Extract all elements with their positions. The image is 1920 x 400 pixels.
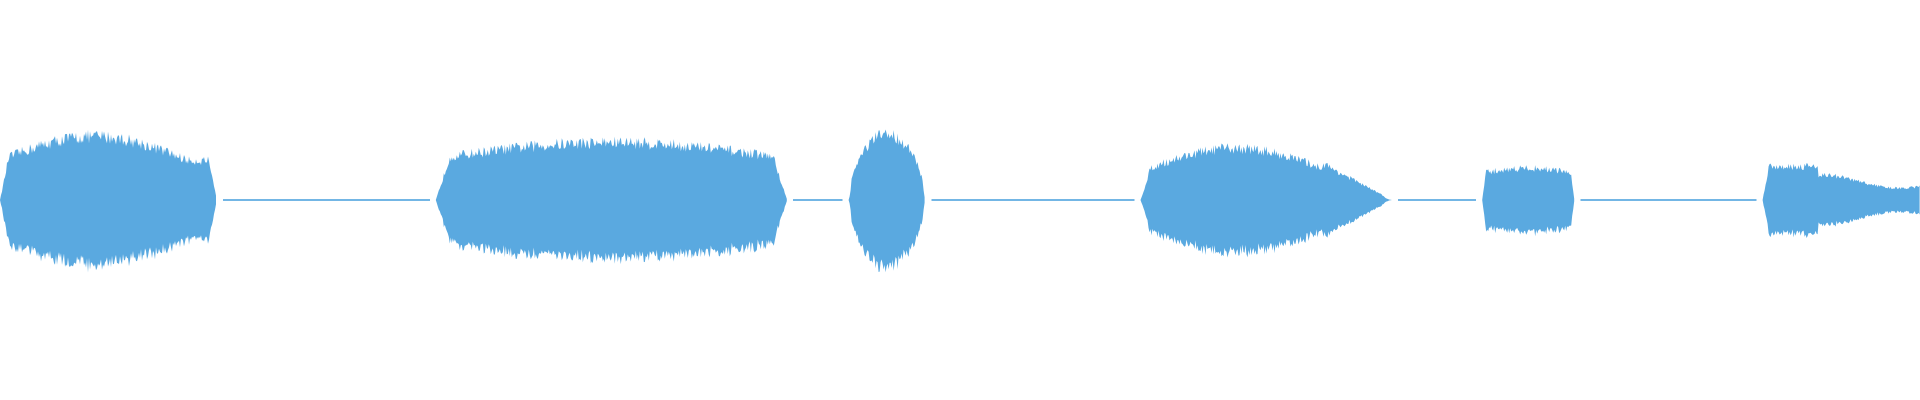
audio-segments-group <box>0 129 1920 273</box>
silence-line <box>222 199 430 201</box>
silence-line <box>1580 199 1757 201</box>
audio-segment-5 <box>1482 165 1575 237</box>
silence-line-group <box>222 199 1757 201</box>
audio-segment-6 <box>1762 163 1920 238</box>
silence-line <box>1398 199 1477 201</box>
silence-line <box>931 199 1135 201</box>
audio-segment-2 <box>435 136 787 265</box>
audio-segment-3 <box>848 129 925 273</box>
silence-line <box>793 199 843 201</box>
audio-segment-1 <box>0 129 216 273</box>
audio-segment-4 <box>1140 143 1392 258</box>
